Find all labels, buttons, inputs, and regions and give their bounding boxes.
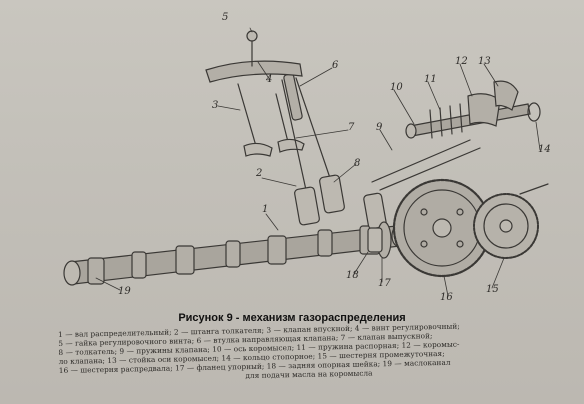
callout-6: 6	[332, 60, 339, 71]
callout-1: 1	[262, 204, 268, 215]
callout-19: 19	[118, 286, 131, 297]
callout-9: 9	[376, 122, 383, 133]
callout-numbers: 1 2 3 4 5 6 7 8 9 10 11 12 13 14 15 16 1…	[118, 12, 551, 303]
callout-11: 11	[424, 74, 437, 85]
callout-5: 5	[222, 12, 228, 23]
callout-8: 8	[354, 158, 360, 169]
figure-legend: 1 — вал распределительный; 2 — штанга то…	[58, 320, 559, 384]
callout-17: 17	[378, 278, 391, 289]
callout-16: 16	[440, 292, 453, 303]
thrust-flange-drawing	[367, 221, 392, 259]
callout-leader-lines	[95, 27, 541, 297]
valves-drawing	[237, 83, 305, 157]
rocker-arm-drawing	[205, 30, 303, 83]
callout-4: 4	[265, 74, 272, 85]
pushrods-drawing	[281, 77, 331, 191]
intermediate-gear-drawing	[473, 183, 549, 259]
callout-15: 15	[486, 284, 499, 295]
gas-distribution-mechanism-drawing: 1 2 3 4 5 6 7 8 9 10 11 12 13 14 15 16 1…	[63, 12, 551, 303]
callout-13: 13	[478, 56, 491, 67]
tappets-drawing	[294, 174, 387, 230]
callout-10: 10	[390, 82, 403, 93]
rocker-shaft-assembly-drawing	[371, 80, 541, 191]
callout-3: 3	[212, 100, 218, 111]
callout-14: 14	[538, 144, 551, 155]
callout-2: 2	[255, 168, 262, 179]
callout-12: 12	[455, 56, 468, 67]
figure-caption: Рисунок 9 - механизм газораспределения	[178, 312, 406, 324]
callout-7: 7	[348, 122, 355, 133]
callout-18: 18	[346, 270, 359, 281]
